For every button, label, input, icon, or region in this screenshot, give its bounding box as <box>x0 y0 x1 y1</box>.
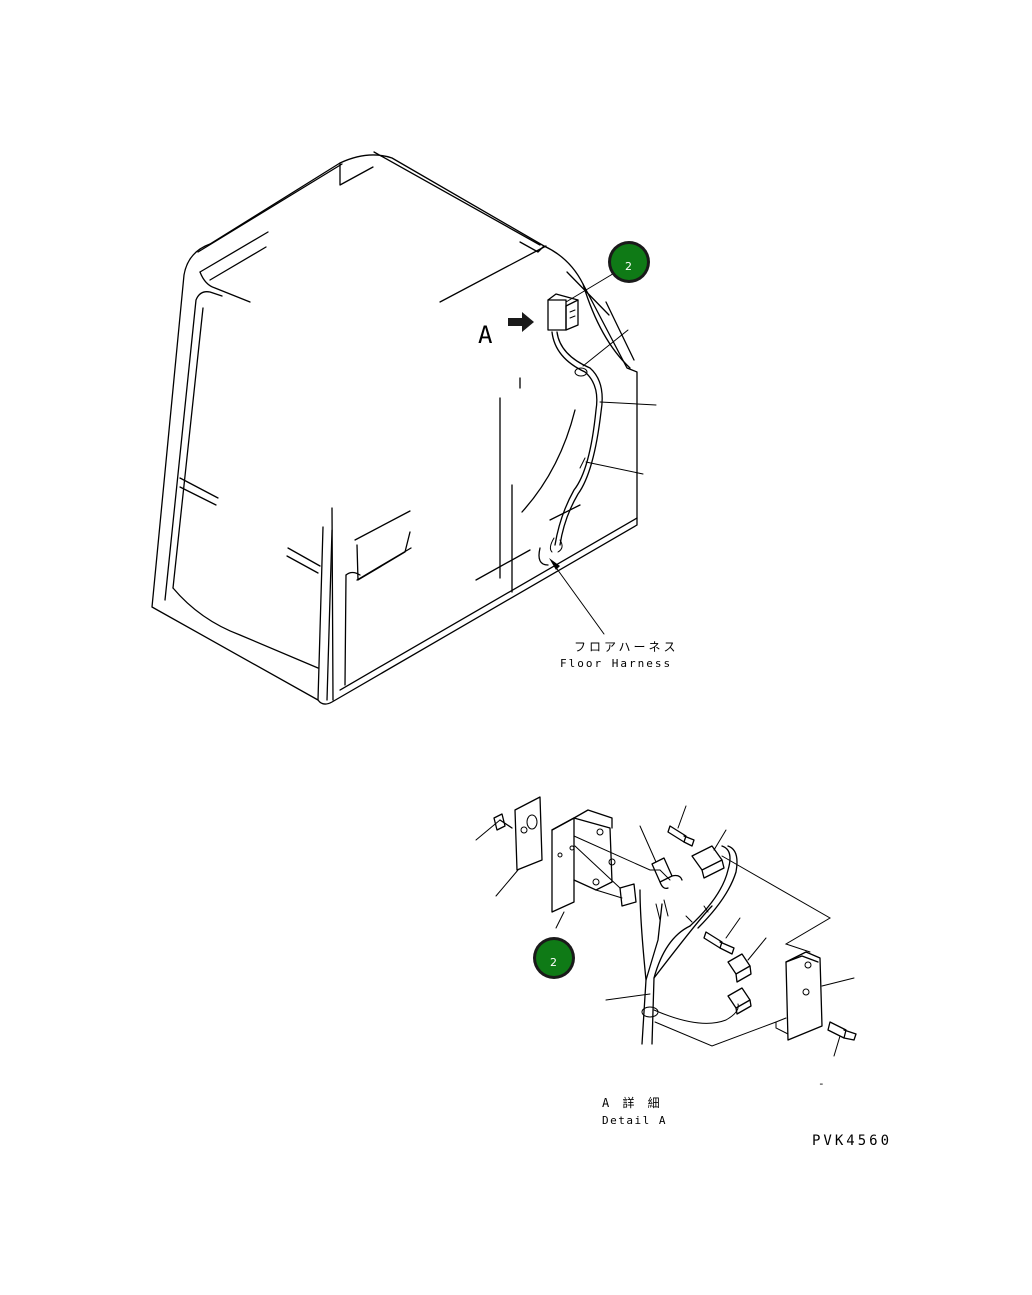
view-label-a: A <box>478 321 493 349</box>
floor-harness-label-en: Floor Harness <box>560 657 672 670</box>
drawing-number: PVK4560 <box>812 1133 892 1149</box>
operator-cab <box>151 151 638 705</box>
cab-leader-lines <box>549 271 657 635</box>
detail-a-label-en: Detail A <box>602 1114 667 1127</box>
callout-number: 2 <box>550 956 557 969</box>
callout-2-top: 2 <box>608 241 650 283</box>
detail-a-assembly <box>475 796 857 1057</box>
view-direction-arrow <box>508 312 534 332</box>
floor-harness-label-jp: フロアハーネス <box>574 640 679 654</box>
harness-on-cab <box>538 331 603 566</box>
callout-number: 2 <box>625 260 632 273</box>
detail-a-label-jp: A 詳 細 <box>602 1095 663 1110</box>
callout-2-detail: 2 <box>533 937 575 979</box>
relay-box-on-cab <box>547 293 579 331</box>
detail-dash-label: - <box>818 1077 825 1090</box>
